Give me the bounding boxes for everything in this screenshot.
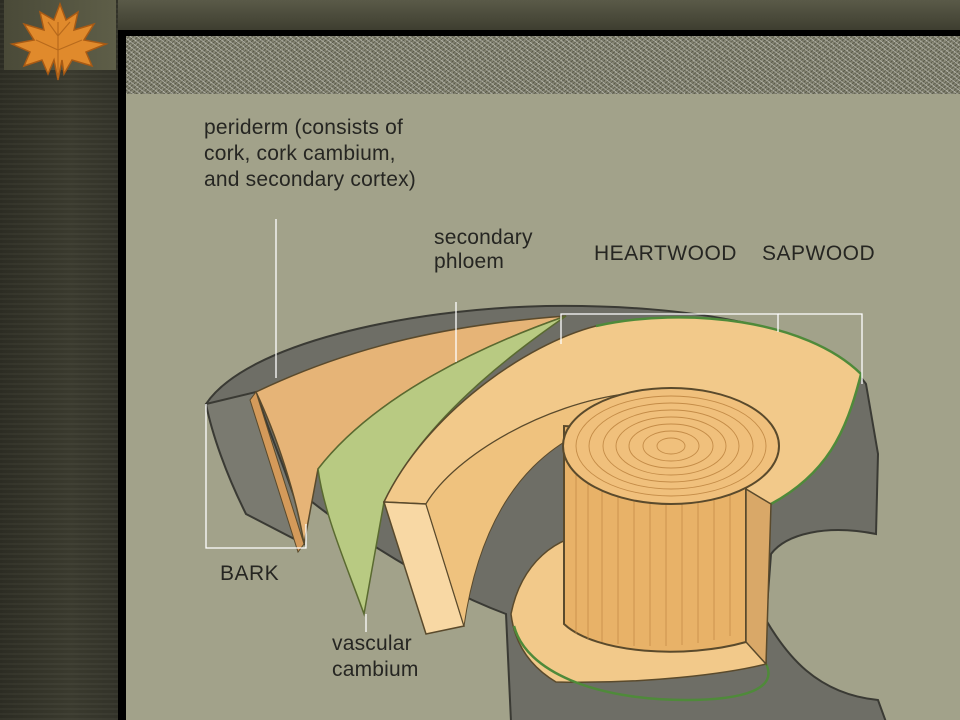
speckled-header-strip	[126, 36, 960, 94]
svg-text:BARK: BARK	[220, 562, 279, 585]
growth-rings	[575, 395, 767, 497]
svg-text:SAPWOOD: SAPWOOD	[762, 242, 875, 265]
sapwood-notch-face	[745, 487, 772, 666]
bark-label: BARK	[220, 562, 279, 585]
cambium-slab	[317, 315, 567, 617]
periderm-label-line1: periderm (consists of	[204, 116, 403, 139]
sapwood-label: SAPWOOD	[762, 242, 875, 265]
maple-leaf-icon	[9, 1, 109, 81]
svg-text:and secondary cortex): and secondary cortex)	[204, 168, 416, 191]
heartwood-top	[562, 387, 780, 505]
phloem-slab-face	[249, 390, 305, 554]
svg-text:HEARTWOOD: HEARTWOOD	[594, 242, 737, 265]
periderm-label-line2: cork, cork cambium,	[204, 142, 396, 165]
sapwood-lower-edge	[512, 625, 770, 702]
cambium-label-line1: vascular	[332, 632, 412, 655]
left-border-band	[0, 0, 118, 720]
heartwood-label: HEARTWOOD	[594, 242, 737, 265]
svg-text:periderm (consists of: periderm (consists of	[204, 116, 403, 139]
svg-text:cambium: cambium	[332, 658, 419, 681]
cambium-label-line2: cambium	[332, 658, 419, 681]
phloem-label-line1: secondary	[434, 226, 533, 249]
slide-panel: periderm (consists of cork, cork cambium…	[126, 36, 960, 720]
phloem-label-line2: phloem	[434, 250, 504, 273]
leader-lines	[205, 219, 863, 632]
cambium-ring-line	[595, 316, 863, 506]
corner-decoration	[4, 0, 116, 81]
tree-trunk-diagram: periderm (consists of cork, cork cambium…	[204, 116, 887, 720]
svg-text:phloem: phloem	[434, 250, 504, 273]
periderm-label-line3: and secondary cortex)	[204, 168, 416, 191]
svg-text:secondary: secondary	[434, 226, 533, 249]
svg-text:cork, cork cambium,: cork, cork cambium,	[204, 142, 396, 165]
svg-text:vascular: vascular	[332, 632, 412, 655]
top-border-band	[0, 0, 960, 30]
